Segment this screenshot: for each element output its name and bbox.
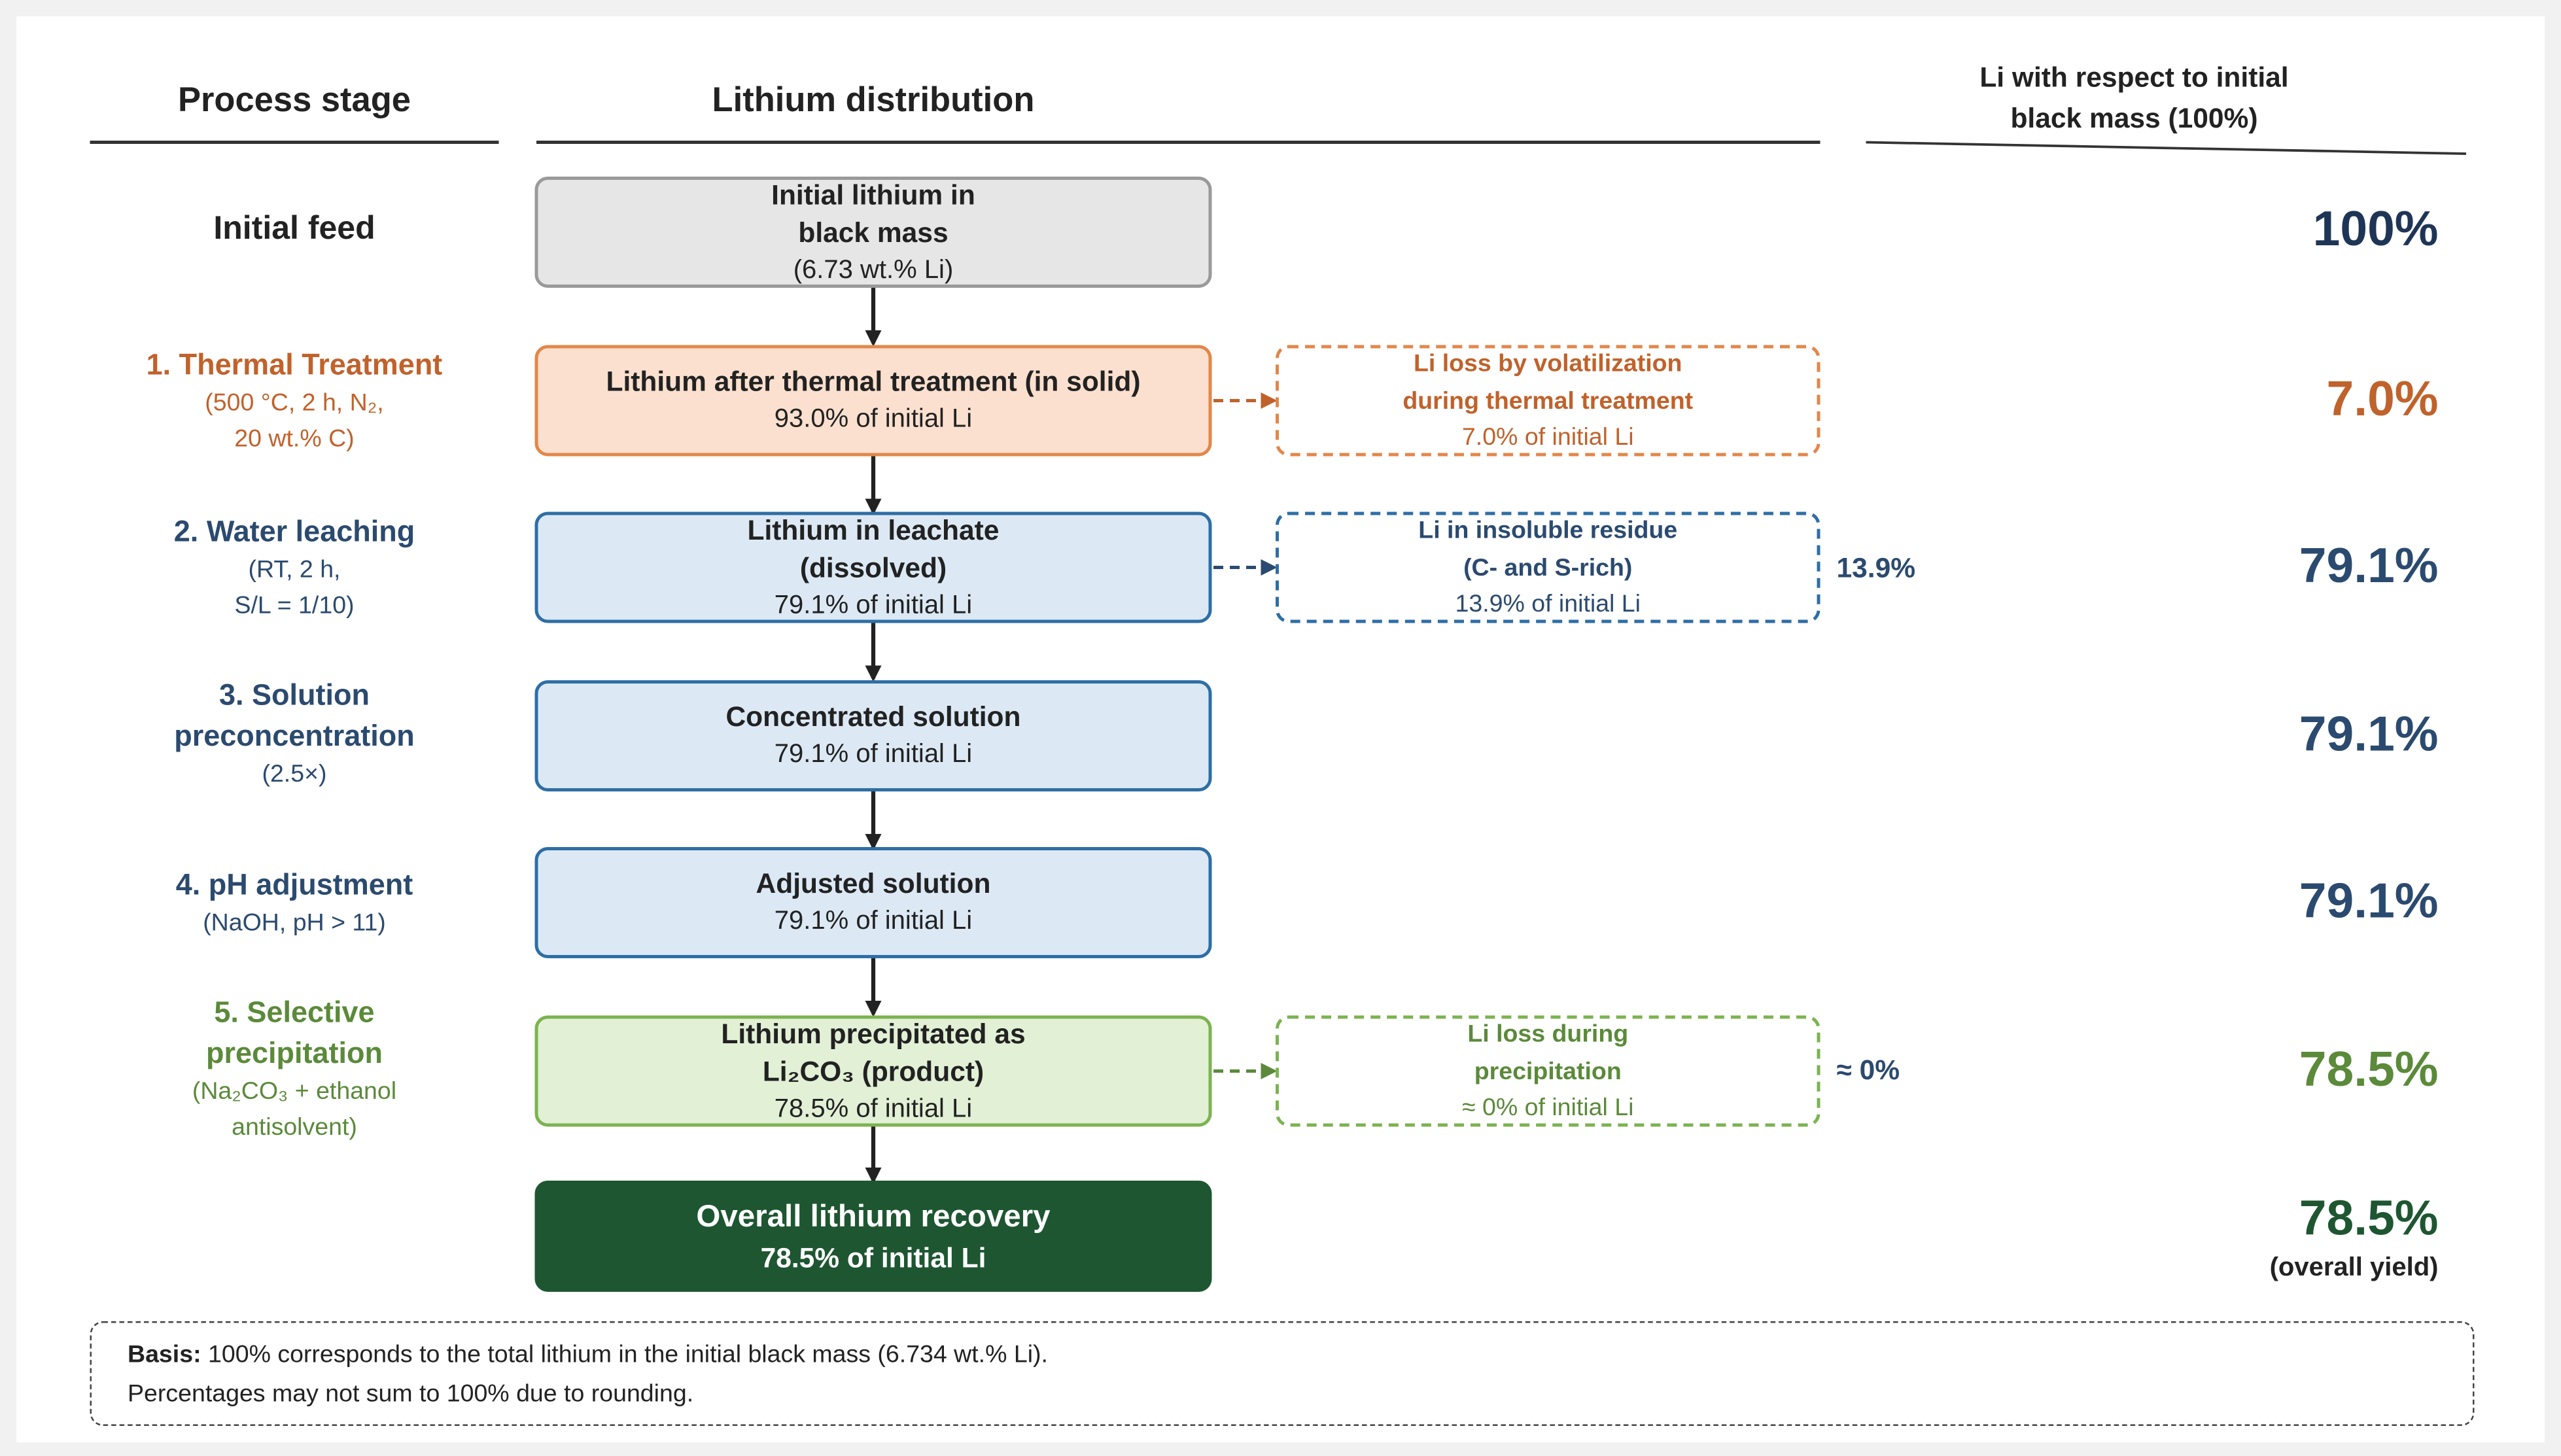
header-process-stage: Process stage [177,82,411,120]
header-underline-stage [90,141,499,143]
box-initial-line2: black mass [798,217,949,248]
side-precip-value: ≈ 0% of initial Li [1462,1094,1634,1122]
stage-preconc-title-1: 3. Solution [219,678,370,712]
box-leachate-line2: (dissolved) [799,551,947,583]
side-residue-value: 13.9% of initial Li [1455,590,1641,619]
box-concentrated-solution: Concentrated solution 79.1% of initial L… [534,680,1212,791]
stage-ph-title: 4. pH adjustment [175,868,413,901]
stage-selective-precipitation: 5. Selective precipitation (Na₂CO₃ + eth… [65,993,523,1147]
header-li-respect-line2: black mass (100%) [2010,103,2258,135]
stage-preconc-conditions: (2.5×) [262,760,327,789]
box-overall-recovery: Overall lithium recovery 78.5% of initia… [534,1181,1212,1292]
box-precipitated-line1: Lithium precipitated as [721,1018,1026,1049]
box-overall-label: Overall lithium recovery [696,1200,1051,1235]
footer-line2: Percentages may not sum to 100% due to r… [128,1380,694,1408]
stage-precip-conditions-2: antisolvent) [232,1113,357,1142]
stage-water-title: 2. Water leaching [173,515,415,548]
side-volatilization-line2: during thermal treatment [1402,387,1694,416]
stage-water-leaching: 2. Water leaching (RT, 2 h, S/L = 1/10) [65,512,523,625]
stage-thermal-conditions-2: 20 wt.% C) [234,425,355,453]
pct-ph-adjustment: 79.1% [2299,875,2439,929]
overall-yield-label: (overall yield) [2269,1254,2439,1283]
side-volatilization-line1: Li loss by volatilization [1413,350,1682,378]
stage-preconcentration: 3. Solution preconcentration (2.5×) [65,676,523,793]
pct-leaching: 79.1% [2299,540,2439,594]
box-leachate-value: 79.1% of initial Li [774,591,973,619]
side-box-volatilization-loss: Li loss by volatilization during thermal… [1276,345,1821,457]
footer-basis-note: Basis: 100% corresponds to the total lit… [90,1321,2475,1426]
stage-water-conditions-1: (RT, 2 h, [248,556,341,584]
box-adjusted-value: 79.1% of initial Li [774,907,973,936]
header-underline-distribution [536,141,1821,143]
pct-precipitation: 78.5% [2299,1043,2439,1098]
box-thermal-label: Lithium after thermal treatment (in soli… [606,366,1141,398]
box-concentrated-label: Concentrated solution [725,701,1021,733]
residue-note-percent: 13.9% [1836,553,1916,584]
box-precipitated-line2: Li₂CO₃ (product) [762,1055,984,1087]
box-adjusted-solution: Adjusted solution 79.1% of initial Li [534,847,1212,958]
side-volatilization-value: 7.0% of initial Li [1461,423,1634,452]
box-concentrated-value: 79.1% of initial Li [774,740,973,769]
diagram-panel [16,16,2545,1442]
box-overall-value: 78.5% of initial Li [760,1243,986,1274]
side-box-precipitation-loss: Li loss during precipitation ≈ 0% of ini… [1276,1015,1821,1127]
header-underline-respect [1866,141,2467,155]
stage-precip-conditions-1: (Na₂CO₃ + ethanol [192,1077,397,1106]
stage-ph-conditions: (NaOH, pH > 11) [203,909,386,937]
box-initial-lithium: Initial lithium in black mass (6.73 wt.%… [534,177,1212,288]
header-li-respect: Li with respect to initial black mass (1… [1864,58,2404,139]
header-li-respect-line1: Li with respect to initial [1979,62,2289,94]
pct-preconcentration: 79.1% [2299,708,2439,763]
box-adjusted-label: Adjusted solution [756,868,991,900]
stage-precip-title-2: precipitation [205,1037,383,1069]
stage-initial-feed-title: Initial feed [213,211,375,247]
footer-basis-text: 100% corresponds to the total lithium in… [201,1341,1048,1369]
stage-precip-title-1: 5. Selective [214,996,375,1029]
box-precipitated: Lithium precipitated as Li₂CO₃ (product)… [534,1015,1212,1127]
side-precip-line1: Li loss during [1467,1020,1629,1049]
footer-basis-label: Basis: [128,1341,201,1369]
stage-thermal-title: 1. Thermal Treatment [146,348,443,381]
side-residue-line1: Li in insoluble residue [1418,517,1678,545]
box-thermal-value: 93.0% of initial Li [774,406,973,434]
footer-line1: Basis: 100% corresponds to the total lit… [128,1336,2437,1376]
stage-preconc-title-2: preconcentration [174,719,415,752]
box-leachate-line1: Lithium in leachate [747,514,1000,546]
side-residue-line2: (C- and S-rich) [1463,554,1633,583]
stage-ph-adjustment: 4. pH adjustment (NaOH, pH > 11) [65,865,523,943]
box-initial-line1: Initial lithium in [771,179,975,211]
box-leachate: Lithium in leachate (dissolved) 79.1% of… [534,511,1212,623]
box-thermal-treatment: Lithium after thermal treatment (in soli… [534,345,1212,457]
pct-thermal-loss: 7.0% [2326,373,2439,427]
precipitation-note-percent: ≈ 0% [1836,1054,1900,1086]
pct-overall: 78.5% [2299,1192,2439,1247]
box-initial-value: (6.73 wt.% Li) [793,256,954,284]
stage-thermal-treatment: 1. Thermal Treatment (500 °C, 2 h, N₂, 2… [65,345,523,459]
box-precipitated-value: 78.5% of initial Li [774,1094,973,1123]
stage-thermal-conditions-1: (500 °C, 2 h, N₂, [205,389,384,417]
pct-initial-feed: 100% [2312,203,2439,257]
stage-initial-feed: Initial feed [65,209,523,251]
side-box-insoluble-residue: Li in insoluble residue (C- and S-rich) … [1276,511,1821,623]
side-precip-line2: precipitation [1474,1058,1622,1086]
stage-water-conditions-2: S/L = 1/10) [234,592,355,620]
header-lithium-distribution: Lithium distribution [712,82,1035,120]
